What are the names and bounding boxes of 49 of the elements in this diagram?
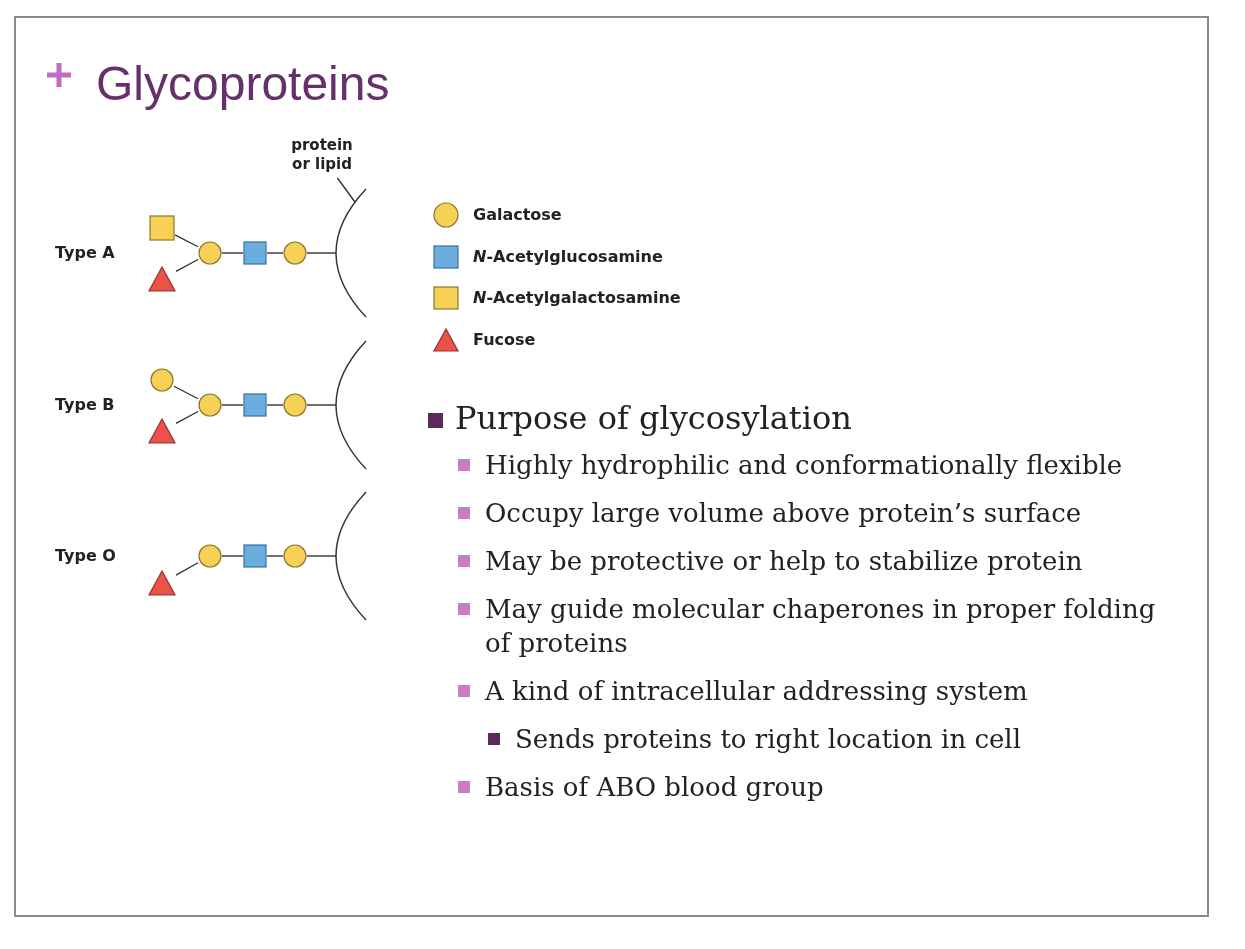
bullet-text: Sends proteins to right location in cell bbox=[515, 723, 1021, 756]
bullet-text: Highly hydrophilic and conformationally flexible bbox=[485, 449, 1123, 482]
connector-line bbox=[221, 404, 244, 406]
legend-text: Fucose bbox=[473, 329, 536, 349]
membrane-arc bbox=[336, 341, 366, 469]
legend-text: Galactose bbox=[473, 205, 562, 224]
bullet-text: May be protective or help to stabilize protein bbox=[485, 545, 1083, 578]
circle-symbol bbox=[198, 544, 222, 568]
connector-line bbox=[173, 385, 199, 400]
triangle-symbol bbox=[148, 266, 176, 292]
circle-symbol bbox=[283, 241, 307, 265]
square-symbol bbox=[243, 241, 267, 265]
triangle-symbol bbox=[148, 418, 176, 444]
connector-line bbox=[306, 252, 337, 254]
bullet-text: A kind of intracellular addressing system bbox=[485, 675, 1028, 708]
circle-symbol bbox=[283, 393, 307, 417]
type-label: Type B bbox=[55, 395, 115, 414]
triangle-symbol bbox=[148, 570, 176, 596]
connector-line bbox=[221, 555, 244, 557]
connector-line bbox=[175, 258, 199, 273]
circle-symbol bbox=[198, 241, 222, 265]
connector-line bbox=[266, 252, 284, 254]
membrane-arc bbox=[336, 492, 366, 620]
bullet-text: Occupy large volume above protein’s surface bbox=[485, 497, 1082, 530]
connector-line bbox=[221, 252, 244, 254]
connector-line bbox=[174, 234, 199, 248]
circle-symbol bbox=[150, 368, 174, 392]
connector-line bbox=[175, 562, 199, 576]
square-symbol bbox=[243, 544, 267, 568]
square-symbol bbox=[243, 393, 267, 417]
legend-text: N-Acetylgalactosamine bbox=[473, 288, 681, 307]
bullet-text: May guide molecular chaperones in proper folding of proteins bbox=[485, 593, 1157, 660]
connector-line bbox=[266, 404, 284, 406]
leader-line bbox=[336, 177, 356, 203]
connector-line bbox=[306, 404, 337, 406]
square-symbol bbox=[149, 215, 175, 241]
slide-title: Glycoproteins bbox=[96, 56, 390, 111]
membrane-arc bbox=[336, 189, 366, 317]
bullet-text: Basis of ABO blood group bbox=[485, 771, 824, 804]
connector-line bbox=[266, 555, 284, 557]
circle-symbol bbox=[283, 544, 307, 568]
leader-text: protein or lipid bbox=[282, 136, 362, 178]
type-label: Type O bbox=[55, 546, 116, 565]
type-label: Type A bbox=[55, 243, 115, 262]
legend-text: N-Acetylglucosamine bbox=[473, 246, 663, 266]
circle-symbol bbox=[198, 393, 222, 417]
connector-line bbox=[175, 410, 199, 425]
section-heading: Purpose of glycosylation bbox=[455, 398, 852, 438]
connector-line bbox=[306, 555, 337, 557]
